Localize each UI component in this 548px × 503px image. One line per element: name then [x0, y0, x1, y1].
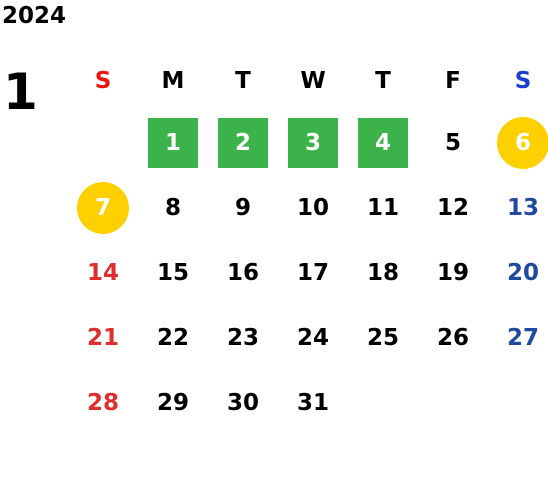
- day-cell[interactable]: 11: [348, 175, 418, 240]
- day-cell[interactable]: 30: [208, 370, 278, 435]
- day-number: 18: [366, 259, 399, 286]
- day-cell[interactable]: 17: [278, 240, 348, 305]
- weekday-sun: S: [94, 68, 112, 94]
- day-number: 1: [148, 117, 198, 168]
- weekday-thu: T: [375, 68, 391, 94]
- day-number: 31: [296, 389, 329, 416]
- day-number: 26: [436, 324, 469, 351]
- day-number: 23: [226, 324, 259, 351]
- day-cell[interactable]: 3: [278, 110, 348, 175]
- day-number: 2: [218, 117, 268, 168]
- day-number: 11: [366, 194, 399, 221]
- day-cell[interactable]: 4: [348, 110, 418, 175]
- month-number: 1: [3, 63, 38, 121]
- day-cell[interactable]: 25: [348, 305, 418, 370]
- day-number: 13: [506, 194, 539, 221]
- year-label: 2024: [2, 3, 67, 29]
- day-cell[interactable]: 21: [68, 305, 138, 370]
- day-number: 12: [436, 194, 469, 221]
- day-cell[interactable]: 5: [418, 110, 488, 175]
- day-number: 3: [288, 117, 338, 168]
- day-number: 9: [234, 194, 251, 221]
- weekday-sat: S: [514, 68, 532, 94]
- weekday-wed: W: [300, 68, 326, 94]
- day-cell[interactable]: 9: [208, 175, 278, 240]
- day-cell[interactable]: 23: [208, 305, 278, 370]
- day-cell[interactable]: 1: [138, 110, 208, 175]
- day-cell[interactable]: 10: [278, 175, 348, 240]
- day-number: 20: [506, 259, 539, 286]
- day-number: 25: [366, 324, 399, 351]
- day-cell[interactable]: 27: [488, 305, 548, 370]
- weekday-mon: M: [161, 68, 185, 94]
- day-cell[interactable]: 7: [68, 175, 138, 240]
- day-cell[interactable]: 31: [278, 370, 348, 435]
- day-cell[interactable]: 16: [208, 240, 278, 305]
- day-number: 14: [86, 259, 119, 286]
- day-number: 30: [226, 389, 259, 416]
- day-cell[interactable]: 18: [348, 240, 418, 305]
- day-number: 29: [156, 389, 189, 416]
- day-number: 10: [296, 194, 329, 221]
- day-number: 19: [436, 259, 469, 286]
- day-cell[interactable]: 29: [138, 370, 208, 435]
- day-cell[interactable]: 6: [488, 110, 548, 175]
- day-cell[interactable]: 26: [418, 305, 488, 370]
- day-number: 7: [77, 181, 129, 234]
- day-cell[interactable]: 20: [488, 240, 548, 305]
- day-number: 22: [156, 324, 189, 351]
- day-cell[interactable]: 13: [488, 175, 548, 240]
- day-number: 15: [156, 259, 189, 286]
- day-cell[interactable]: 15: [138, 240, 208, 305]
- day-number: 5: [444, 129, 461, 156]
- day-number: 16: [226, 259, 259, 286]
- weekday-tue: T: [235, 68, 251, 94]
- day-number: 8: [164, 194, 181, 221]
- day-number: 28: [86, 389, 119, 416]
- day-cell[interactable]: 22: [138, 305, 208, 370]
- day-number: 4: [358, 117, 408, 168]
- day-cell[interactable]: 14: [68, 240, 138, 305]
- day-number: 6: [497, 116, 548, 169]
- day-cell[interactable]: 24: [278, 305, 348, 370]
- day-cell[interactable]: 19: [418, 240, 488, 305]
- day-number: 21: [86, 324, 119, 351]
- day-number: 27: [506, 324, 539, 351]
- day-cell[interactable]: 28: [68, 370, 138, 435]
- day-cell[interactable]: 8: [138, 175, 208, 240]
- day-cell[interactable]: 12: [418, 175, 488, 240]
- day-number: 17: [296, 259, 329, 286]
- empty-day-cell: [68, 110, 138, 175]
- day-cell[interactable]: 2: [208, 110, 278, 175]
- day-number: 24: [296, 324, 329, 351]
- weekday-fri: F: [445, 68, 461, 94]
